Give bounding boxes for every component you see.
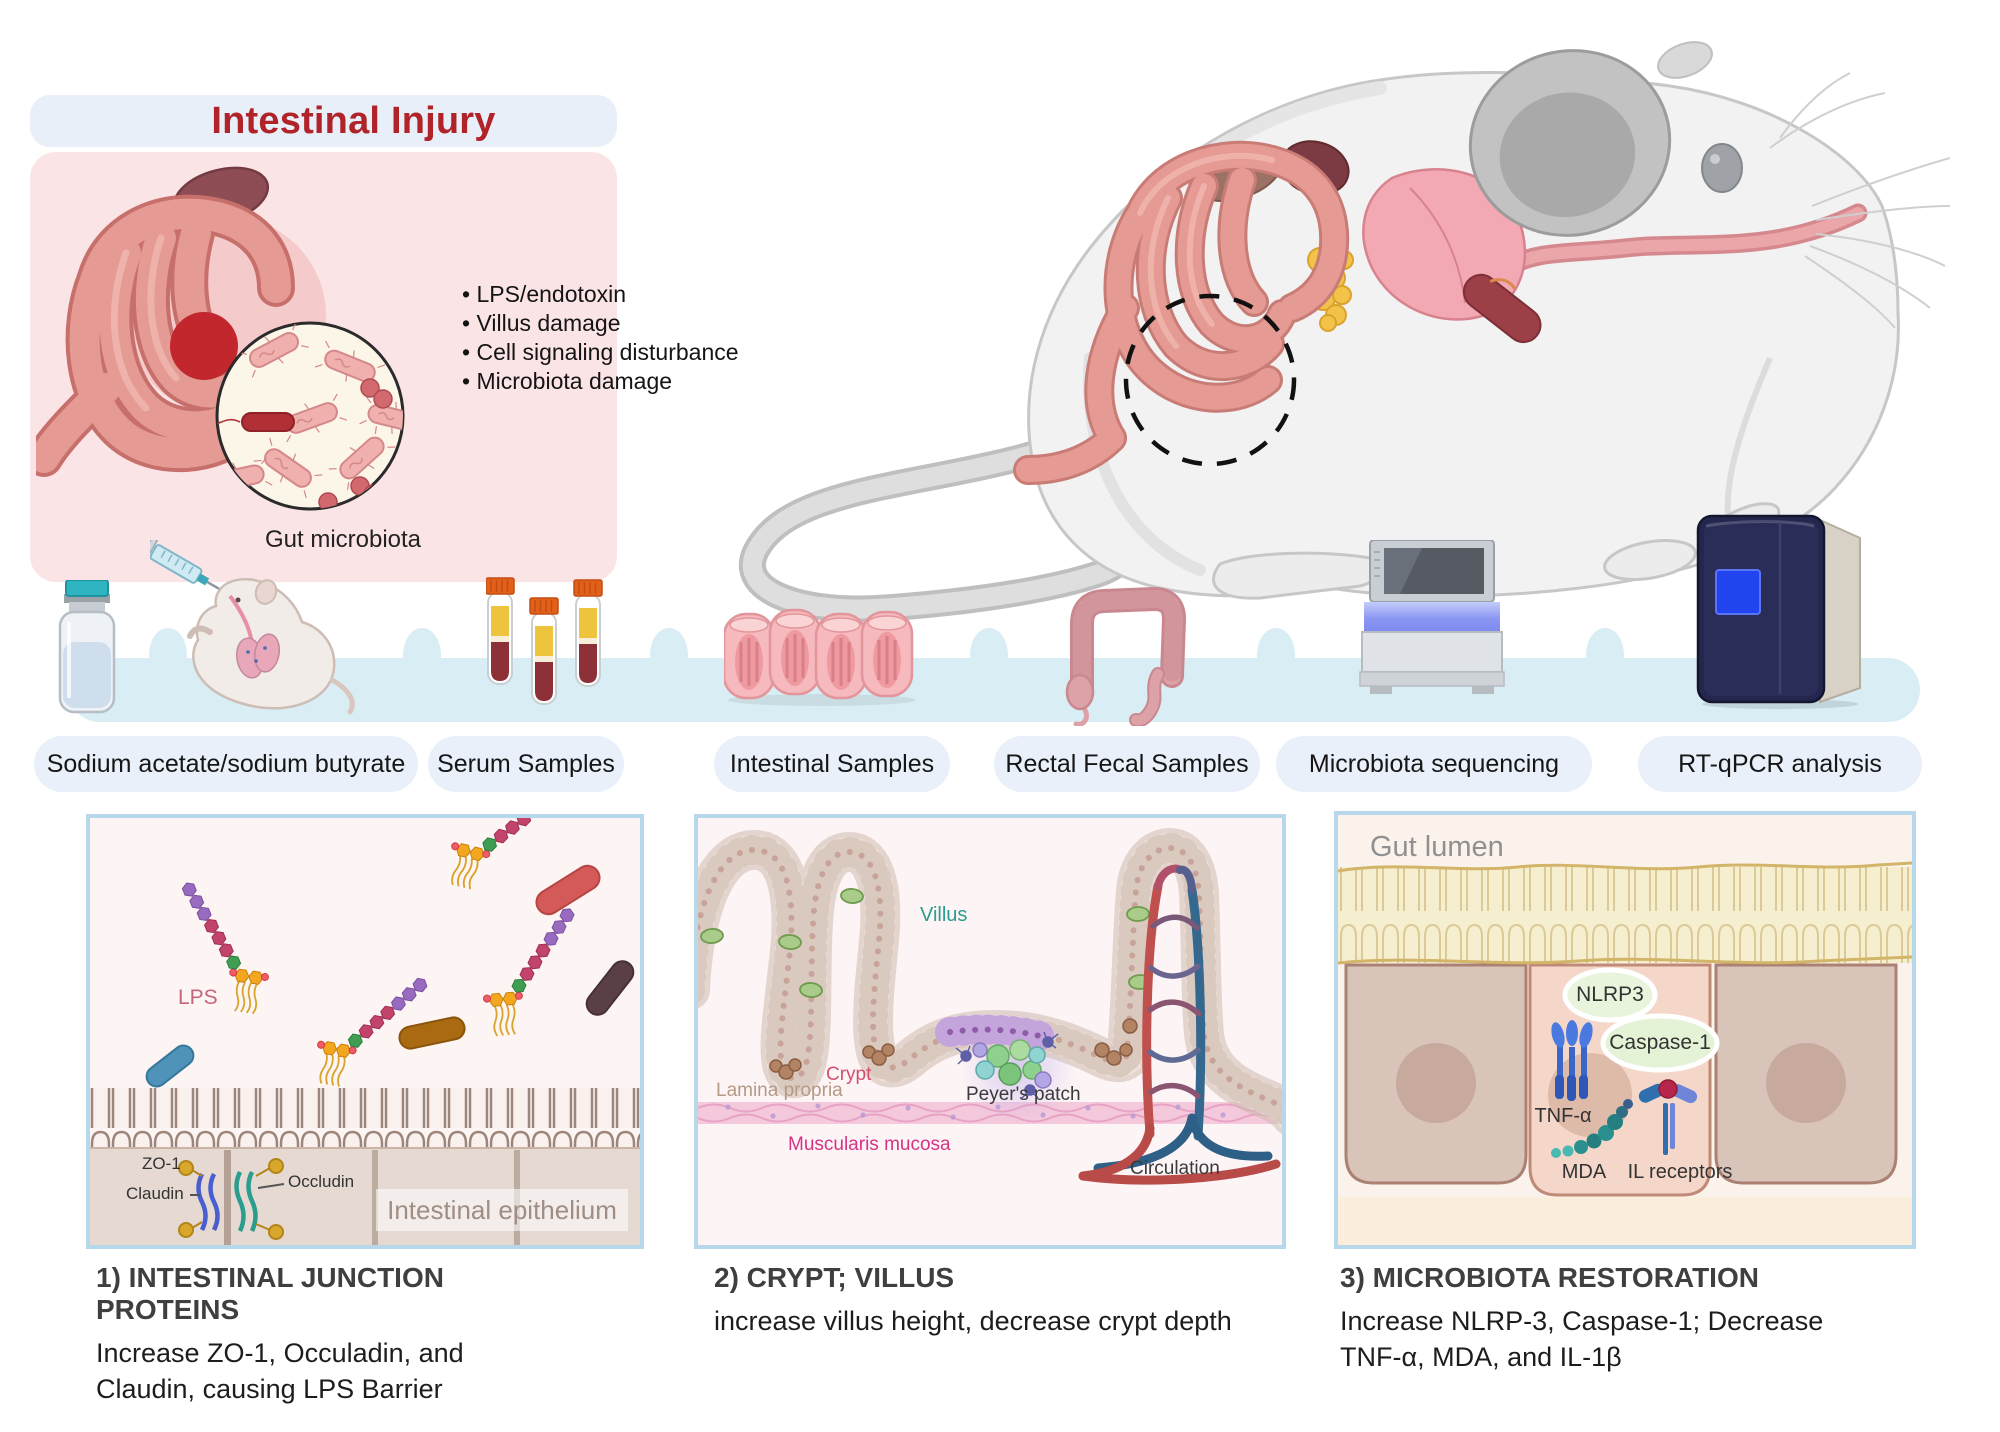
caption-1-heading: 1) INTESTINAL JUNCTION PROTEINS bbox=[96, 1262, 444, 1325]
mouse-front-paw bbox=[1603, 539, 1697, 581]
il-receptors-label: IL receptors bbox=[1627, 1161, 1733, 1183]
injury-spot bbox=[170, 312, 238, 380]
list-item: Microbiota damage bbox=[462, 367, 802, 396]
peyers-patch-cells bbox=[955, 1031, 1059, 1099]
lab-mouse-illustration bbox=[739, 41, 1950, 623]
epithelial-fold bbox=[698, 827, 1282, 1134]
tight-junction-complex bbox=[178, 1158, 285, 1240]
page-title: Intestinal Injury bbox=[211, 99, 496, 142]
gut-microbiota-caption: Gut microbiota bbox=[264, 526, 422, 553]
band-dot bbox=[970, 628, 1008, 682]
intestine-tissue-icon bbox=[724, 608, 916, 706]
brush-border bbox=[1338, 867, 1912, 963]
lps-label: LPS bbox=[178, 986, 218, 1009]
dark-bacterium-icon bbox=[217, 412, 295, 432]
dashed-focus-circle bbox=[1123, 293, 1297, 467]
blood-vessels bbox=[1078, 864, 1281, 1185]
occludin-label: Occludin bbox=[288, 1172, 355, 1191]
vial-icon bbox=[58, 580, 116, 714]
caption-3-body: Increase NLRP-3, Caspase-1; Decrease TNF… bbox=[1340, 1306, 1824, 1372]
blood-tubes-icon bbox=[486, 577, 603, 705]
list-item: Villus damage bbox=[462, 309, 802, 338]
tnf-receptor-icon bbox=[1551, 1020, 1593, 1101]
workflow-step-label: Rectal Fecal Samples bbox=[994, 736, 1260, 792]
mda-chain-icon bbox=[1551, 1099, 1633, 1158]
circulation-label: Circulation bbox=[1130, 1158, 1220, 1179]
mouse-eye bbox=[1701, 143, 1743, 193]
band-dot bbox=[1586, 628, 1624, 682]
intestinal-injury-title: Intestinal Injury bbox=[30, 95, 617, 147]
caption-2-heading: 2) CRYPT; VILLUS bbox=[714, 1262, 955, 1293]
junction-proteins-art bbox=[90, 818, 640, 1245]
band-dot bbox=[650, 628, 688, 682]
sequencer-machine-icon bbox=[1359, 540, 1505, 694]
intestinal-epithelium-label: Intestinal epithelium bbox=[376, 1189, 628, 1231]
microbiota-restoration-art bbox=[1338, 861, 1912, 1245]
nlrp3-label: NLRP3 bbox=[1576, 983, 1644, 1006]
panel-junction-proteins: LPS ZO-1 Claudin Occludin Intestinal epi… bbox=[86, 814, 644, 1249]
gut-microbiota-circle bbox=[215, 321, 405, 511]
villus-label: Villus bbox=[920, 904, 968, 926]
list-item: Cell signaling disturbance bbox=[462, 338, 802, 367]
band-dot bbox=[1257, 628, 1295, 682]
mouse-intestines bbox=[1013, 140, 1350, 485]
caspase1-bubble bbox=[1600, 1013, 1720, 1073]
band-dot bbox=[149, 628, 187, 682]
muscularis-mucosa-label: Muscularis mucosa bbox=[788, 1134, 951, 1155]
caption-3: 3) MICROBIOTA RESTORATION Increase NLRP-… bbox=[1340, 1262, 1880, 1375]
m-cell-section bbox=[935, 1014, 1055, 1051]
oral-gavage-mouse-icon bbox=[150, 540, 355, 715]
injury-effects-list: LPS/endotoxin Villus damage Cell signali… bbox=[462, 280, 802, 396]
workflow-step-label: RT-qPCR analysis bbox=[1638, 736, 1922, 792]
zo1-label: ZO-1 bbox=[142, 1154, 181, 1173]
caption-3-heading: 3) MICROBIOTA RESTORATION bbox=[1340, 1262, 1759, 1293]
band-dot bbox=[403, 628, 441, 682]
mouse-spleen bbox=[1462, 273, 1542, 344]
list-item: LPS/endotoxin bbox=[462, 280, 802, 309]
tnf-label: TNF-α bbox=[1534, 1105, 1592, 1127]
caption-1-body: Increase ZO-1, Occuladin, and Claudin, c… bbox=[96, 1338, 464, 1404]
panel-crypt-villus: Villus Crypt Lamina propria Muscularis m… bbox=[694, 814, 1286, 1249]
mda-label: MDA bbox=[1561, 1161, 1607, 1183]
workflow-step-label: Microbiota sequencing bbox=[1276, 736, 1592, 792]
caption-1: 1) INTESTINAL JUNCTION PROTEINS Increase… bbox=[96, 1262, 576, 1407]
il-receptor-icon bbox=[1638, 1079, 1698, 1155]
lamina-propria-label: Lamina propria bbox=[716, 1080, 843, 1101]
workflow-step-label: Sodium acetate/sodium butyrate bbox=[34, 736, 418, 792]
crypt-cells bbox=[769, 1018, 1138, 1080]
peyers-patch-label: Peyer's patch bbox=[966, 1084, 1081, 1105]
gut-lumen-label: Gut lumen bbox=[1370, 831, 1504, 863]
mouse-ear bbox=[1468, 49, 1672, 237]
crypt-villus-art bbox=[698, 827, 1282, 1185]
mouse-whiskers bbox=[1769, 72, 1950, 329]
crypt-label: Crypt bbox=[826, 1064, 872, 1085]
panel-microbiota-restoration: Gut lumen NLRP3 Caspase-1 TNF-α MDA IL r… bbox=[1334, 811, 1916, 1249]
qpcr-machine-icon bbox=[1696, 514, 1861, 709]
microvilli-brush bbox=[90, 1088, 640, 1150]
caspase1-label: Caspase-1 bbox=[1609, 1031, 1711, 1054]
workflow-step-label: Serum Samples bbox=[428, 736, 624, 792]
colon-icon bbox=[1065, 587, 1186, 726]
nlrp3-bubble bbox=[1562, 967, 1658, 1023]
caption-2: 2) CRYPT; VILLUS increase villus height,… bbox=[714, 1262, 1334, 1340]
caption-2-body: increase villus height, decrease crypt d… bbox=[714, 1306, 1232, 1336]
claudin-label: Claudin bbox=[126, 1184, 184, 1203]
bacterium-icon bbox=[145, 1044, 195, 1088]
workflow-step-label: Intestinal Samples bbox=[714, 736, 950, 792]
